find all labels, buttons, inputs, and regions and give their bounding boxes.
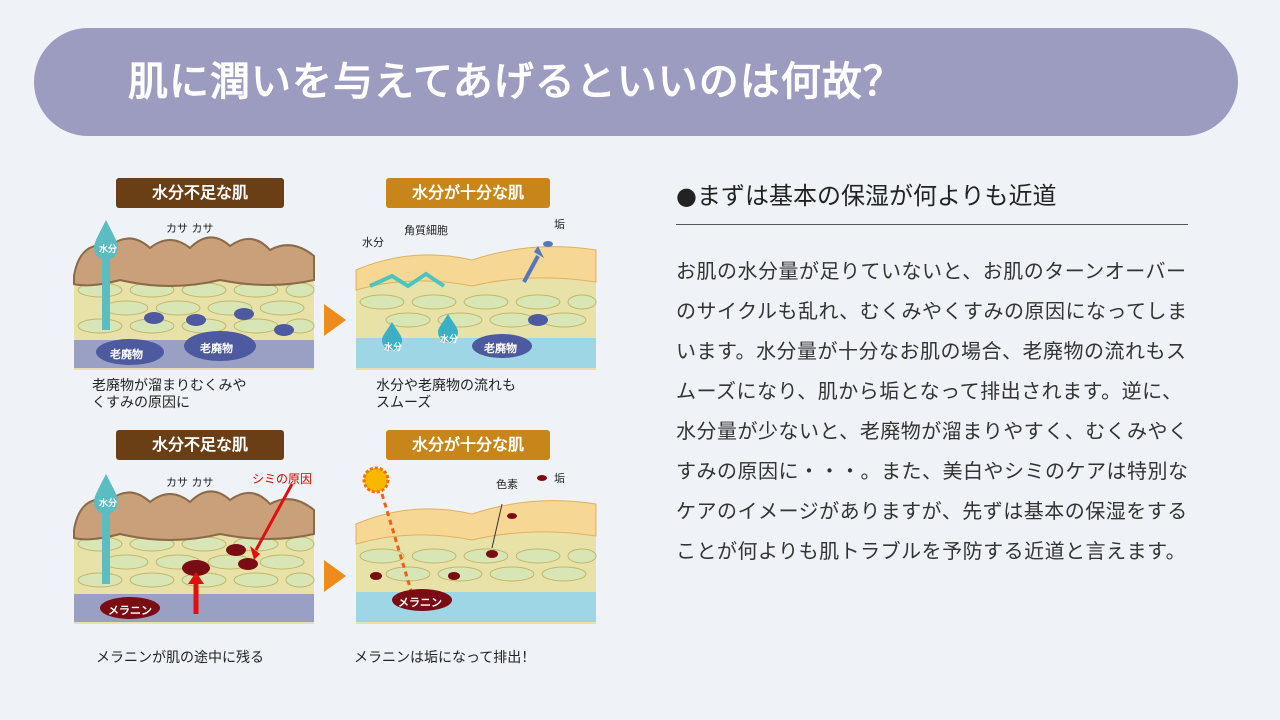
- drop-label-top-left: 水分: [99, 245, 118, 255]
- tag-spot-cause: シミの原因: [252, 472, 313, 486]
- drop-label-bottom-left: 水分: [99, 499, 118, 509]
- title-banner: 肌に潤いを与えてあげるといいのは何故？: [34, 28, 1238, 136]
- heading-divider: [676, 224, 1188, 225]
- drop-label-top-right-1: 水分: [384, 343, 403, 353]
- tag-dirt-bottom-right: 垢: [554, 472, 565, 485]
- tag-dry-bottom: カサ カサ: [166, 476, 214, 489]
- tag-dry-top: カサ カサ: [166, 222, 214, 235]
- caption-top-left: 老廃物が溜まりむくみや くすみの原因に: [92, 378, 247, 411]
- caption-bottom-right: メラニンは垢になって排出！: [354, 650, 536, 666]
- skin-diagram: 水分不足な肌 カサ カサ 水分 老廃物 老廃物 老廃物が溜まりむくみや くすみの…: [70, 176, 610, 676]
- label-dry-skin-top: 水分不足な肌: [116, 178, 284, 208]
- tag-dirt-top-right: 垢: [554, 218, 565, 231]
- arrow-right-bottom: [324, 560, 346, 592]
- arrow-right-top: [324, 304, 346, 336]
- blob-label-top-left-1: 老廃物: [110, 348, 143, 361]
- section-heading: ●まずは基本の保湿が何よりも近道: [676, 182, 1057, 210]
- blob-label-top-left-2: 老廃物: [200, 342, 233, 355]
- moist-skin-illustration-top: [355, 241, 597, 370]
- dry-skin-illustration-top: [73, 220, 315, 370]
- label-moist-skin-top: 水分が十分な肌: [386, 178, 550, 208]
- blob-label-bottom-left: メラニン: [108, 604, 152, 617]
- explanation-section: ●まずは基本の保湿が何よりも近道 お肌の水分量が足りていないと、お肌のターンオー…: [676, 176, 1196, 571]
- caption-top-right: 水分や老廃物の流れも スムーズ: [376, 378, 516, 411]
- dry-skin-illustration-bottom: [73, 474, 315, 624]
- label-moist-skin-bottom: 水分が十分な肌: [386, 430, 550, 460]
- section-body: お肌の水分量が足りていないと、お肌のターンオーバーのサイクルも乱れ、むくみやくす…: [676, 259, 1189, 563]
- page-title: 肌に潤いを与えてあげるといいのは何故？: [128, 59, 904, 105]
- drop-label-top-right-2: 水分: [440, 335, 459, 345]
- caption-bottom-left: メラニンが肌の途中に残る: [96, 650, 264, 666]
- tag-pigment: 色素: [496, 478, 518, 491]
- tag-cell-top-right: 角質細胞: [404, 224, 448, 237]
- label-dry-skin-bottom: 水分不足な肌: [116, 430, 284, 460]
- tag-water-top-right: 水分: [362, 236, 384, 249]
- blob-label-top-right: 老廃物: [484, 342, 517, 355]
- moist-skin-illustration-bottom: [355, 466, 597, 624]
- blob-label-bottom-right: メラニン: [398, 596, 442, 609]
